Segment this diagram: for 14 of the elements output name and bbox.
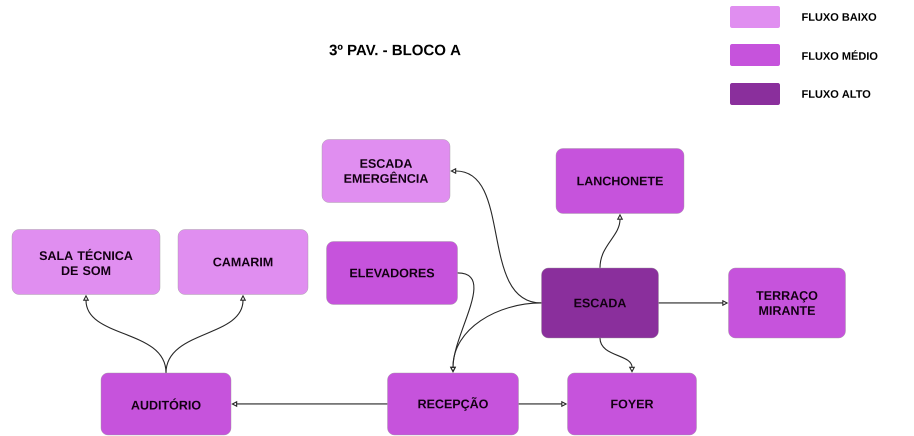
process-box: CAMARIM <box>178 229 308 295</box>
legend-label: FLUXO MÉDIO <box>802 50 878 60</box>
process-box: SALA TÉCNICA DE SOM <box>12 229 160 295</box>
process-box: LANCHONETE <box>556 148 684 214</box>
process-box: AUDITÓRIO <box>100 372 232 436</box>
process-box: RECEPÇÃO <box>387 372 519 436</box>
process-box: ESCADA <box>541 268 659 338</box>
process-box: ELEVADORES <box>326 241 458 305</box>
legend-label: FLUXO ALTO <box>802 90 870 98</box>
legend-label: FLUXO BAIXO <box>802 13 876 21</box>
title: 3º PAV. - BLOCO A <box>329 44 461 56</box>
process-box: TERRAÇO MIRANTE <box>728 268 846 338</box>
process-box: ESCADA EMERGÊNCIA <box>322 139 450 203</box>
process-box: FOYER <box>567 372 697 436</box>
